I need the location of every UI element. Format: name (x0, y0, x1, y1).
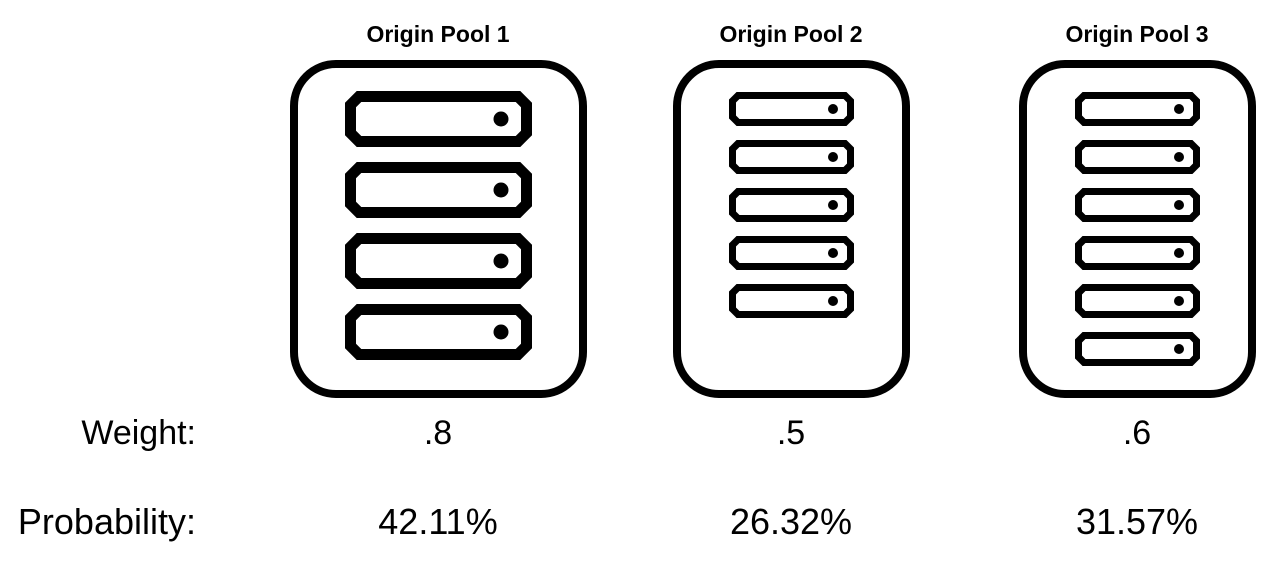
probability-label: Probability: (17, 501, 196, 542)
pools-row-spacer (0, 0, 280, 400)
pool-3-servers (1027, 68, 1248, 366)
probability-value-pool-2: 26.32% (729, 501, 853, 542)
origin-pool-2: Origin Pool 2 (596, 0, 986, 400)
server-icon (1074, 284, 1200, 318)
pool-3-title: Origin Pool 3 (1065, 21, 1209, 47)
server-icon (344, 304, 532, 360)
probability-row: Probability: 42.11% 26.32% 31.57% (0, 454, 1288, 544)
pool-2-box (672, 60, 910, 398)
weight-label: Weight: (81, 414, 196, 452)
weight-value-pool-3: .6 (1122, 414, 1152, 452)
pool-1-box (289, 60, 587, 398)
server-icon (728, 140, 854, 174)
server-icon (728, 188, 854, 222)
pool-3-box (1018, 60, 1256, 398)
pool-1-title: Origin Pool 1 (366, 21, 510, 47)
weight-row: Weight: .8 .5 .6 (0, 400, 1288, 454)
origin-pool-1: Origin Pool 1 (280, 0, 596, 400)
server-icon (1074, 236, 1200, 270)
server-icon (728, 284, 854, 318)
pool-1-servers (298, 68, 579, 360)
server-icon (728, 92, 854, 126)
pool-2-title: Origin Pool 2 (719, 21, 863, 47)
weight-value-pool-1: .8 (423, 414, 453, 452)
server-icon (1074, 92, 1200, 126)
server-icon (1074, 140, 1200, 174)
origin-pool-3: Origin Pool 3 (986, 0, 1288, 400)
server-icon (1074, 332, 1200, 366)
server-icon (728, 236, 854, 270)
server-icon (344, 91, 532, 147)
probability-value-pool-1: 42.11% (378, 501, 498, 542)
server-icon (1074, 188, 1200, 222)
weight-value-pool-2: .5 (776, 414, 806, 452)
probability-value-pool-3: 31.57% (1075, 501, 1199, 542)
pool-2-servers (681, 68, 902, 318)
pools-row: Origin Pool 1 Origin Pool 2 Origin Pool … (0, 0, 1288, 400)
server-icon (344, 233, 532, 289)
server-icon (344, 162, 532, 218)
